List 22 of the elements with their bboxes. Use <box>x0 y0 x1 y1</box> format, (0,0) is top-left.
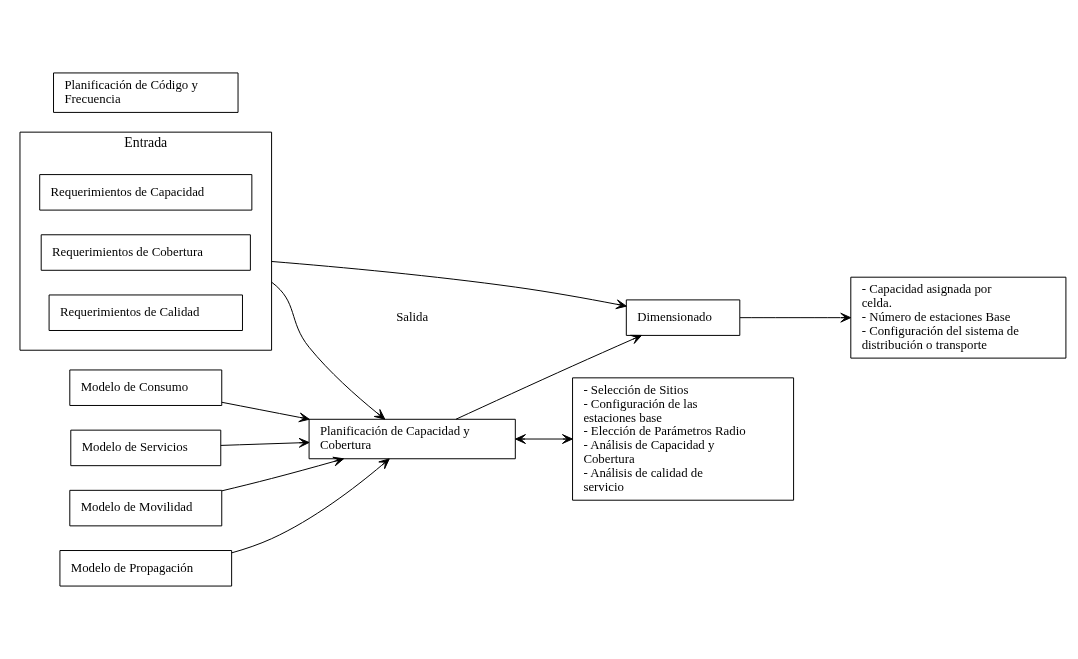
node-box: Requerimientos de Calidad <box>48 294 243 331</box>
label: Salida <box>396 310 429 325</box>
arrow <box>220 437 310 448</box>
arrow <box>271 281 386 420</box>
node-box: - Selección de Sitios - Configuración de las estaciones base - Elección de Parámetros Radio - Análisis de Capacidad y Cobertura - Análisis de calidad de servicio <box>572 377 795 501</box>
node-box: Modelo de Propagación <box>59 550 233 587</box>
node-box: Planificación de Código y Frecuencia <box>53 72 239 113</box>
node-box: Planificación de Capacidad y Cobertura <box>308 418 516 460</box>
node-box: Dimensionado <box>625 299 741 336</box>
node-box: Modelo de Consumo <box>69 369 223 406</box>
arrow <box>221 456 345 492</box>
node-box: Modelo de Servicios <box>70 429 222 467</box>
node-box: Modelo de Movilidad <box>69 489 223 527</box>
arrow <box>221 401 310 423</box>
node-box: Requerimientos de Cobertura <box>40 234 251 271</box>
arrow <box>271 261 627 310</box>
node-box: Requerimientos de Capacidad <box>39 174 253 211</box>
node-box: - Capacidad asignada por celda. - Número de estaciones Base - Configuración del sistema de distribución o transporte <box>850 276 1067 359</box>
arrow <box>739 312 852 323</box>
arrow <box>231 458 390 554</box>
arrow <box>455 334 642 420</box>
arrow <box>515 434 573 444</box>
